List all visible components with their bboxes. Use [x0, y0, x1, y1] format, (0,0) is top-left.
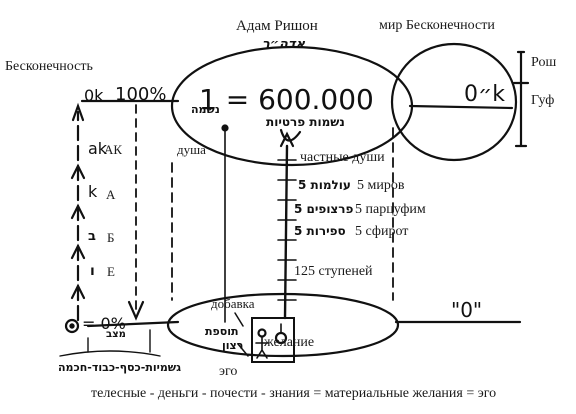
tosefet-handwritten: תוספת [205, 325, 239, 338]
neshama-handwritten: נשמה [191, 103, 220, 116]
ego-box [251, 317, 295, 363]
ratzon-handwritten: רצון [222, 339, 244, 352]
small-hebrew-handwritten: מצב [106, 329, 126, 340]
hebrew-adam-handwritten: אדה״ר [262, 37, 306, 52]
b-handwritten: ב [88, 229, 96, 244]
five-sefirot-label: 5 сфирот [355, 224, 409, 239]
e-handwritten: ו [90, 263, 95, 279]
private-souls-label: частные души [300, 150, 385, 165]
ak-handwritten: ak [88, 139, 108, 158]
desire-label: желание [264, 335, 315, 350]
hebrew-souls-handwritten: נשמות פרטיות [266, 115, 345, 129]
top-right-line [408, 104, 514, 110]
guf-label: Гуф [531, 93, 555, 108]
formula-handwritten: 1 = 600.000 [199, 83, 374, 116]
a-handwritten: k [88, 182, 98, 201]
rosh-guf-bracket [512, 50, 530, 148]
partzufim-hebrew-handwritten: 5 פרצופים [294, 202, 354, 216]
infinity-world-label: мир Бесконечности [379, 18, 495, 33]
sefirot-hebrew-handwritten: 5 ספירות [294, 224, 346, 238]
rosh-label: Рош [531, 55, 557, 70]
zero-right-handwritten: "0" [451, 298, 483, 322]
bottom-scribble [59, 350, 161, 357]
worlds-hebrew-handwritten: 5 עולמות [298, 178, 351, 192]
ego-label: эго [219, 364, 238, 379]
side-letter-b: Б [107, 230, 115, 245]
hundred-percent-handwritten: 100% [115, 84, 167, 105]
five-worlds-label: 5 миров [357, 178, 405, 193]
addition-label: добавка [211, 296, 255, 311]
soul-label: душа [177, 142, 206, 157]
side-letter-a: А [106, 187, 116, 202]
bottom-line-label: телесные - деньги - почести - знания = м… [91, 386, 497, 401]
souls-ladder [283, 144, 289, 320]
zero-circle [64, 318, 80, 334]
five-partzufim-label: 5 парцуфим [355, 202, 426, 217]
zero-percent-handwritten: = 0% [82, 314, 126, 333]
bottom-hebrew-handwritten: גשמיות-כסף-כבוד-חכמה [58, 361, 182, 374]
side-letter-e: Е [107, 264, 115, 279]
bottom-ellipse [166, 292, 400, 358]
souls-cup [279, 128, 302, 142]
zero-k-right-handwritten: 0״k [464, 82, 505, 107]
adam-rishon-label: Адам Ришон [236, 18, 318, 34]
ok-left-handwritten: 0k [84, 86, 104, 105]
infinity-world-ellipse [390, 42, 518, 162]
side-letter-ak: АК [104, 142, 123, 157]
steps-label: 125 ступеней [294, 264, 373, 279]
infinity-label: Бесконечность [5, 59, 93, 74]
bottom-left-line [86, 320, 180, 328]
